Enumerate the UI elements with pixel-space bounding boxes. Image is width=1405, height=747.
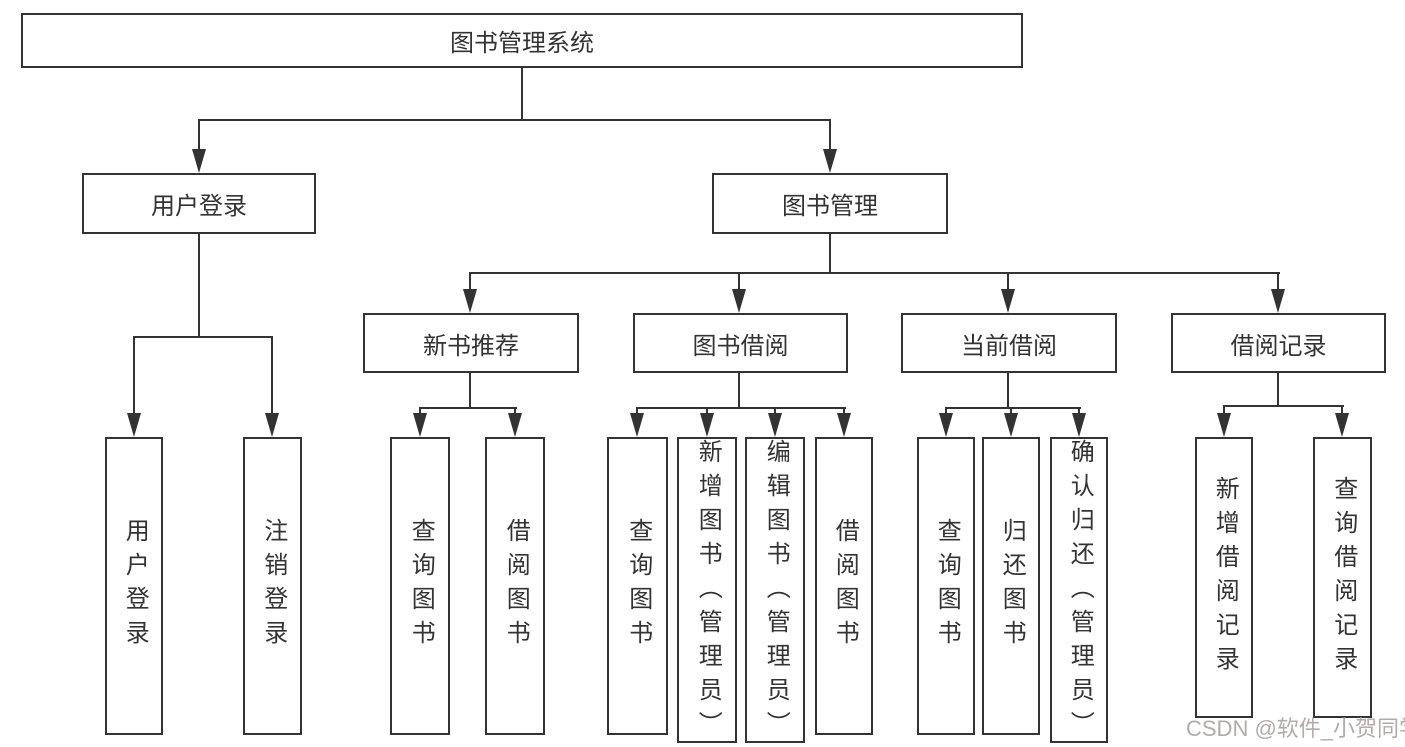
connector-line	[469, 373, 471, 409]
connector-line	[774, 407, 776, 417]
connector-line	[738, 272, 740, 291]
csdn-watermark: CSDN @软件_小贺同学	[1186, 716, 1405, 741]
node-label: 新书推荐	[423, 332, 519, 360]
connector-line	[637, 407, 846, 409]
connector-line	[198, 119, 200, 151]
connector-line	[636, 407, 638, 417]
node-label: 当前借阅	[961, 332, 1057, 360]
leaf-label: 注销登录	[259, 518, 287, 654]
connector-line	[829, 119, 831, 151]
connector-line	[198, 119, 831, 121]
leaf-label: 编辑图书（管理员）	[762, 439, 790, 745]
leaf-return-book: 归还图书	[982, 437, 1040, 735]
arrow-down-icon	[700, 413, 714, 437]
node-book-management: 图书管理	[712, 173, 948, 234]
leaf-query-books-current: 查询图书	[917, 437, 975, 735]
connector-line	[1224, 405, 1344, 407]
arrow-down-icon	[413, 413, 427, 437]
node-new-book-recommend: 新书推荐	[363, 313, 579, 373]
connector-line	[706, 407, 708, 417]
leaf-label: 查询借阅记录	[1329, 475, 1357, 680]
node-borrowing-records: 借阅记录	[1171, 313, 1386, 373]
connector-line	[1007, 272, 1009, 291]
arrow-down-icon	[1004, 413, 1018, 437]
node-user-login: 用户登录	[82, 173, 316, 234]
connector-line	[420, 407, 517, 409]
connector-line	[271, 336, 273, 415]
connector-line	[946, 407, 1081, 409]
arrow-down-icon	[508, 413, 522, 437]
leaf-user-login: 用户登录	[105, 437, 163, 735]
arrow-down-icon	[1072, 413, 1086, 437]
arrow-down-icon	[1001, 289, 1015, 313]
arrow-down-icon	[463, 289, 477, 313]
arrow-down-icon	[265, 413, 279, 437]
leaf-label: 借阅图书	[831, 518, 859, 654]
arrow-down-icon	[837, 413, 851, 437]
arrow-down-icon	[630, 413, 644, 437]
leaf-edit-book-admin: 编辑图书（管理员）	[745, 437, 805, 745]
leaf-label: 确认归还（管理员）	[1066, 439, 1094, 745]
connector-line	[1078, 407, 1080, 417]
connector-line	[829, 234, 831, 274]
connector-line	[419, 407, 421, 417]
connector-line	[469, 272, 471, 291]
node-label: 借阅记录	[1230, 332, 1327, 360]
connector-line	[945, 407, 947, 417]
arrow-down-icon	[1271, 289, 1285, 313]
leaf-borrow-books: 借阅图书	[815, 437, 873, 735]
leaf-query-books-borrowing: 查询图书	[607, 437, 668, 735]
connector-line	[1010, 407, 1012, 417]
arrow-down-icon	[1335, 413, 1349, 437]
leaf-logout: 注销登录	[243, 437, 302, 735]
leaf-label: 查询图书	[407, 518, 435, 654]
connector-line	[198, 234, 200, 338]
leaf-label: 归还图书	[998, 518, 1026, 654]
leaf-borrow-books-recommend: 借阅图书	[485, 437, 545, 735]
connector-line	[470, 272, 1280, 274]
leaf-label: 查询图书	[624, 518, 652, 654]
connector-line	[843, 407, 845, 417]
node-current-borrowing: 当前借阅	[901, 313, 1117, 373]
arrow-down-icon	[732, 289, 746, 313]
node-label: 图书管理	[782, 193, 878, 220]
leaf-label: 新增借阅记录	[1211, 475, 1239, 680]
node-library-management-system: 图书管理系统	[21, 13, 1023, 68]
arrow-down-icon	[127, 413, 141, 437]
arrow-down-icon	[823, 149, 837, 173]
leaf-label: 借阅图书	[502, 518, 530, 654]
connector-line	[133, 336, 135, 415]
arrow-down-icon	[768, 413, 782, 437]
node-book-borrowing: 图书借阅	[633, 313, 848, 373]
connector-line	[738, 373, 740, 409]
leaf-query-borrow-record: 查询借阅记录	[1313, 437, 1372, 718]
leaf-label: 用户登录	[121, 518, 149, 654]
connector-line	[1341, 405, 1343, 417]
connector-line	[133, 336, 273, 338]
connector-line	[1277, 272, 1279, 291]
arrow-down-icon	[939, 413, 953, 437]
connector-line	[514, 407, 516, 417]
leaf-add-borrow-record: 新增借阅记录	[1195, 437, 1253, 718]
leaf-label: 查询图书	[933, 518, 961, 654]
node-label: 图书借阅	[692, 332, 789, 360]
node-label: 用户登录	[151, 193, 247, 220]
arrow-down-icon	[1217, 413, 1231, 437]
leaf-confirm-return-admin: 确认归还（管理员）	[1050, 437, 1108, 745]
leaf-add-book-admin: 新增图书（管理员）	[677, 437, 737, 745]
connector-line	[1007, 373, 1009, 409]
arrow-down-icon	[192, 149, 206, 173]
connector-line	[521, 68, 523, 121]
connector-line	[1277, 373, 1279, 407]
connector-line	[1223, 405, 1225, 417]
node-label: 图书管理系统	[450, 30, 594, 57]
leaf-query-books-recommend: 查询图书	[390, 437, 450, 735]
leaf-label: 新增图书（管理员）	[694, 439, 722, 745]
